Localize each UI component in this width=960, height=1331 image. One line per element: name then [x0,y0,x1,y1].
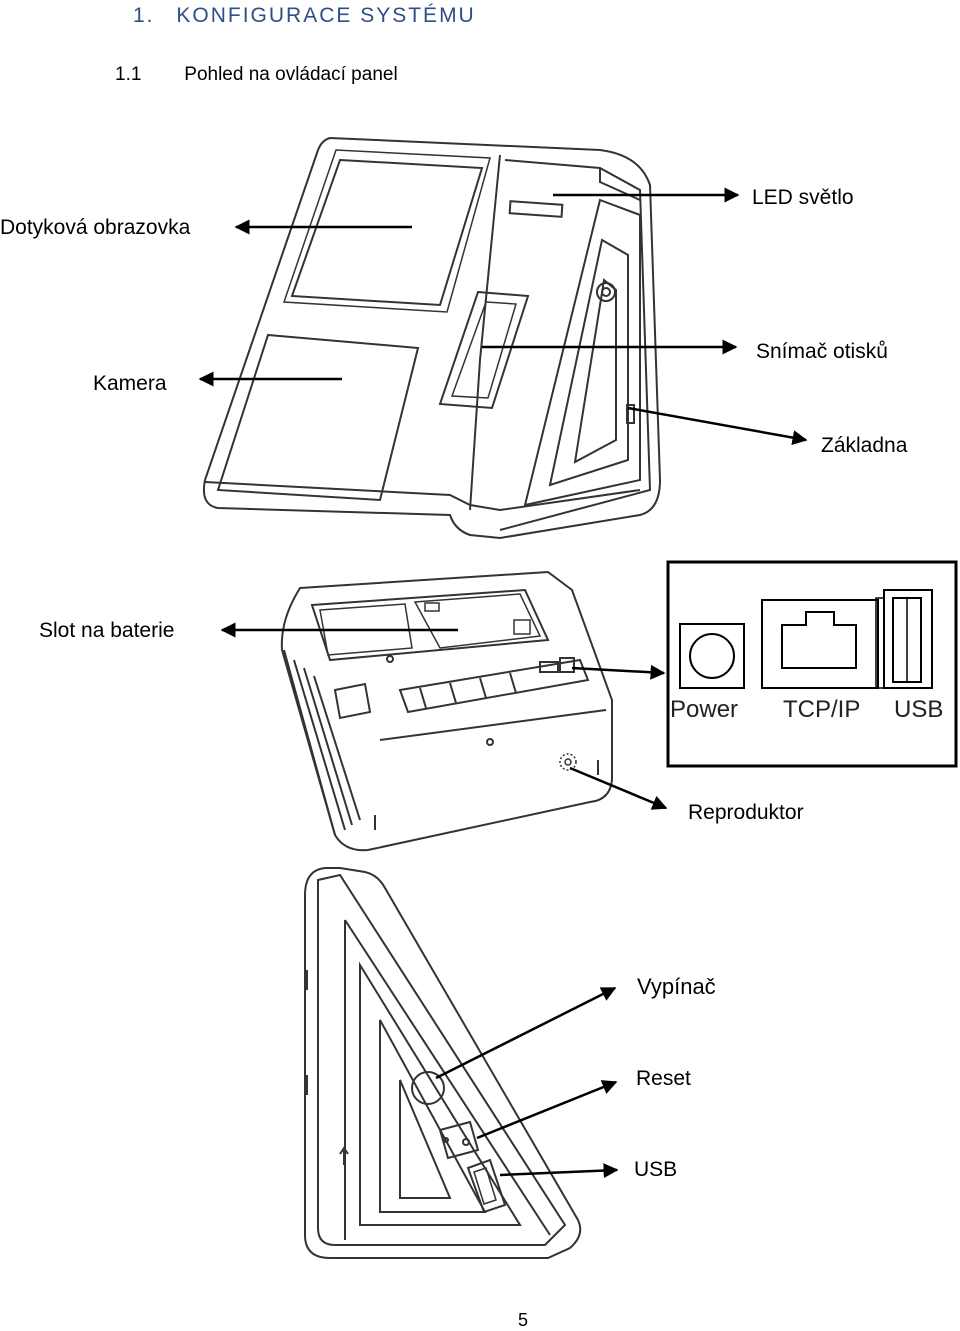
label-reset: Reset [636,1067,691,1090]
bottom-view-drawing [280,570,613,852]
section-heading: 1. KONFIGURACE SYSTÉMU [133,4,476,28]
subsection-number: 1.1 [115,64,142,85]
port-label-tcpip: TCP/IP [783,696,861,723]
front-view-arrows [198,187,808,445]
subsection-heading: 1.1 Pohled na ovládací panel [115,64,398,86]
bottom-view-arrows [220,622,668,810]
port-label-power: Power [670,696,739,723]
page-number: 5 [518,1310,529,1330]
section-number: 1. [133,4,155,27]
label-touchscreen: Dotyková obrazovka [0,216,191,239]
port-label-usb: USB [894,696,944,723]
subsection-title: Pohled na ovládací panel [184,64,398,85]
label-side-usb: USB [634,1158,678,1181]
label-base: Základna [821,434,908,457]
label-camera: Kamera [93,372,167,395]
label-power-switch: Vypínač [637,974,716,999]
side-view-arrows [435,986,619,1179]
label-battery-slot: Slot na baterie [39,619,175,642]
label-led: LED světlo [752,186,854,209]
label-fingerprint: Snímač otisků [756,340,888,363]
section-title: KONFIGURACE SYSTÉMU [176,4,476,27]
side-view-drawing [304,867,582,1259]
front-view-drawing [202,136,662,540]
label-speaker: Reproduktor [688,801,804,824]
ports-inset [666,560,958,768]
